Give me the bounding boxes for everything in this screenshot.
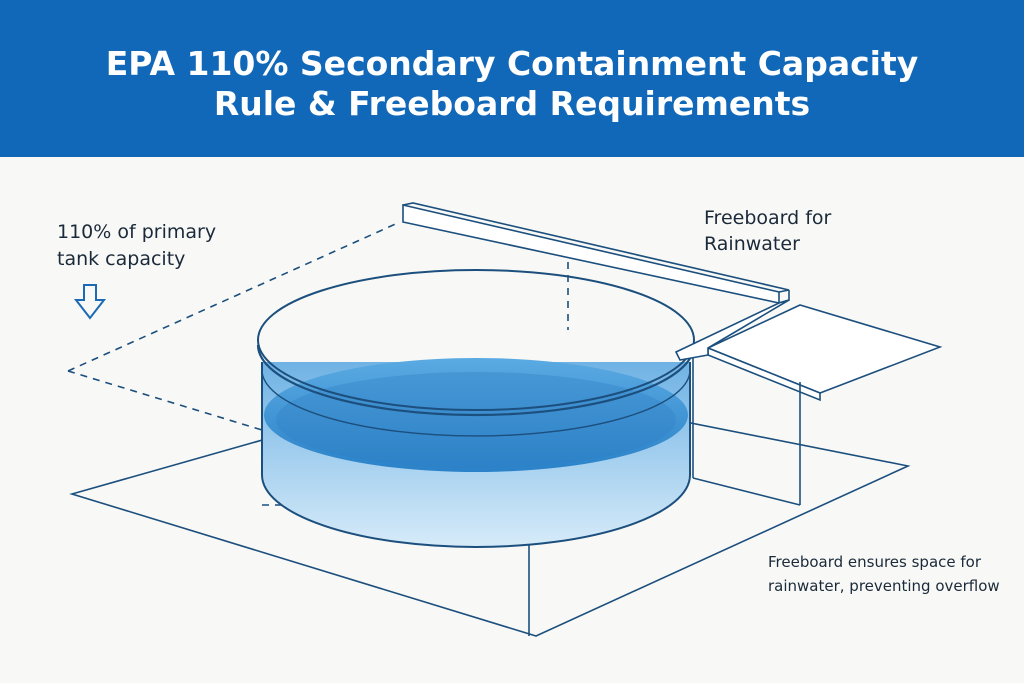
freeboard-note: Freeboard ensures space for rainwater, p…: [768, 550, 1000, 598]
freeboard-label-line-1: Freeboard for: [704, 207, 832, 229]
page-title: EPA 110% Secondary Containment Capacity …: [0, 44, 1024, 124]
primary-tank: [256, 269, 696, 548]
capacity-label-line-2: tank capacity: [57, 248, 186, 270]
overflow-pipe: [674, 299, 790, 361]
title-line-1: EPA 110% Secondary Containment Capacity: [105, 44, 919, 83]
title-line-2: Rule & Freeboard Requirements: [213, 84, 811, 123]
freeboard-note-line-2: rainwater, preventing overflow: [768, 577, 1000, 595]
freeboard-label: Freeboard for Rainwater: [704, 205, 831, 257]
header-banner: EPA 110% Secondary Containment Capacity …: [0, 0, 1024, 157]
down-arrow-icon: [73, 284, 107, 320]
containment-diagram: [67, 202, 943, 637]
capacity-label-line-1: 110% of primary: [57, 221, 217, 243]
capacity-label: 110% of primary tank capacity: [57, 219, 216, 273]
freeboard-note-line-1: Freeboard ensures space for: [768, 553, 982, 571]
freeboard-label-line-2: Rainwater: [704, 233, 800, 255]
